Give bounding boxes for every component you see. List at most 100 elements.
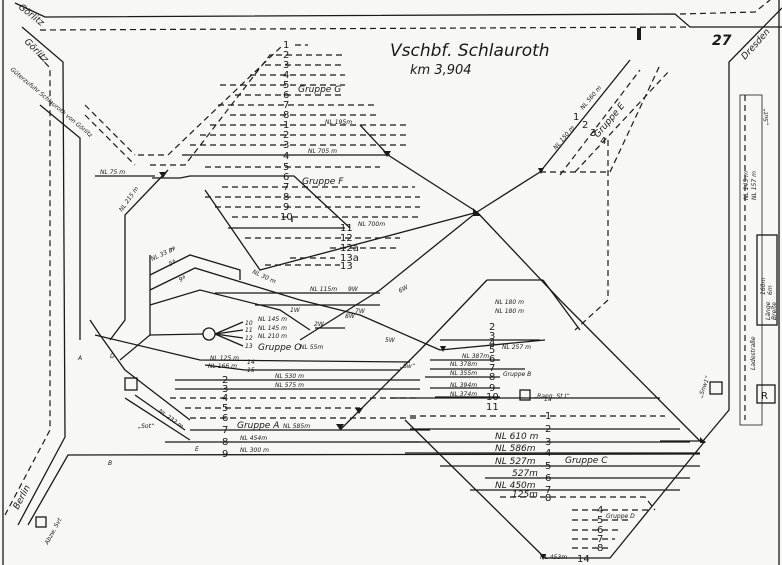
diagram-label: NL 215 m [118,185,140,213]
diamond-bottom [404,419,706,559]
station-km: km 3,904 [410,63,472,78]
diagram-label: NL 387m [462,353,489,360]
diagram-label: NL 150 m [552,124,576,151]
diamond-top [339,279,581,431]
diagram-label: NL 157 m [751,171,758,200]
diagram-label: 1a [544,396,552,403]
diagram-label: 9ª [178,275,187,284]
diagram-label: D [110,353,115,360]
tracks-12-13 [245,237,400,266]
diagram-label: Breite [771,302,778,320]
bridge-panel [756,234,778,326]
diagram-label: „Sut“ [763,108,770,125]
diagram-label: 527m [512,469,538,479]
diagram-label: 6m [767,285,774,295]
diagram-label: A [77,355,82,362]
gruppe-a-label: Gruppe A [237,421,279,431]
diagram-label: 6W [398,283,411,294]
diagram-label: 5W [385,337,396,344]
diagram-label: 2 [582,120,588,131]
diagram-label: NL 700m [358,221,385,228]
diagram-label: 13 [340,261,353,272]
diagonal-sw [299,211,478,341]
diagram-label: 12 [340,233,353,244]
gruppe-d-label: Gruppe D [606,513,635,520]
diagram-label: 1 [573,112,579,123]
diagram-label: 6 [545,473,551,484]
diagram-label: NL 125 m [210,355,239,362]
gruppe-g-label: Gruppe G [298,85,341,95]
tracks-115-2w [215,292,380,329]
tracks-g [218,44,377,116]
track-numbers-e: 12 34 [573,112,606,147]
diagram-label: 9 [283,202,289,213]
r-board-icon [756,384,776,404]
diagram-label: 7 [222,425,228,436]
diagram-label: 13a [340,253,359,264]
signal-box-sot-icon [124,377,138,391]
gruppe-o-label: Gruppe O [258,343,301,353]
track-11 [228,218,345,229]
diagram-label: 4 [283,151,289,162]
track-numbers-g: 12 34 56 78 [283,40,289,121]
label-berlin: Berlin [12,483,33,511]
diagram-label: 9W [348,286,359,293]
diagram-label: 2 [545,424,551,435]
diagram-label: 1W [290,307,301,314]
diagram-label: 1 [545,411,551,422]
signal-box-snw-icon [709,381,723,395]
diagonal-se [476,211,701,442]
tracks-f [190,124,420,218]
diagram-label: 7 [545,485,551,496]
diagram-label: 5 [283,80,289,91]
diagram-label: 8 [597,543,603,554]
diagram-label: 8 [222,437,228,448]
goerlitz-dashed [4,54,51,516]
diagram-label: 3 [283,140,289,151]
diagram-label: R [761,391,768,402]
diagram-label: NL 586m [495,444,536,454]
diagram-label: 7 [489,363,495,374]
diagram-label: 5ª [168,259,177,268]
diagram-label: 3 [283,60,289,71]
fan-g [138,44,284,156]
diagram-label: 7 [597,534,603,545]
diagram-label: 8 [545,493,551,504]
mainline-dashed-dresden [679,0,771,15]
diagram-label: NL 75 m [100,169,125,176]
gruppe-o-fan [119,255,244,361]
tracks-a-solid [165,379,430,443]
tracks-c [390,397,700,491]
diagram-label: 11 [245,327,253,334]
diagram-label: NL 585m [283,423,310,430]
tracks-a-lead [124,394,191,441]
diagram-label: 8 [283,110,289,121]
diagram-label: NL 454m [240,435,267,442]
gruppe-b-label: Gruppe B [503,371,531,378]
diagram-label: 10 [486,392,499,403]
diagram-label: 12a [340,243,359,254]
diagram-label: 2 [489,322,495,333]
diagram-label: 1 [283,120,289,131]
lead-a [89,319,191,421]
tracks-b [425,339,546,398]
diagram-label: 1 [283,40,289,51]
diagram-label: NL 450m [495,481,536,491]
diagram-label: 9 [222,449,228,460]
label-gueterzug: Güterzufuhr Schlauroth von Görlitz [9,66,94,139]
diagram-label: NL 374m [450,391,477,398]
diagram-label: 8 [489,372,495,383]
diagonal-nw [359,124,478,213]
lead-11-13 [204,189,479,271]
tracks-a-dashed [170,397,420,419]
gruppe-c-label: Gruppe C [565,456,608,466]
turnout-markers [159,151,706,560]
ladestrasse-panel [739,94,763,426]
diagram-label: Ladestraße [750,336,757,370]
diagram-label: 6 [283,172,289,183]
diagram-label: 2 [283,130,289,141]
tracks-7-5-9 [149,254,441,351]
